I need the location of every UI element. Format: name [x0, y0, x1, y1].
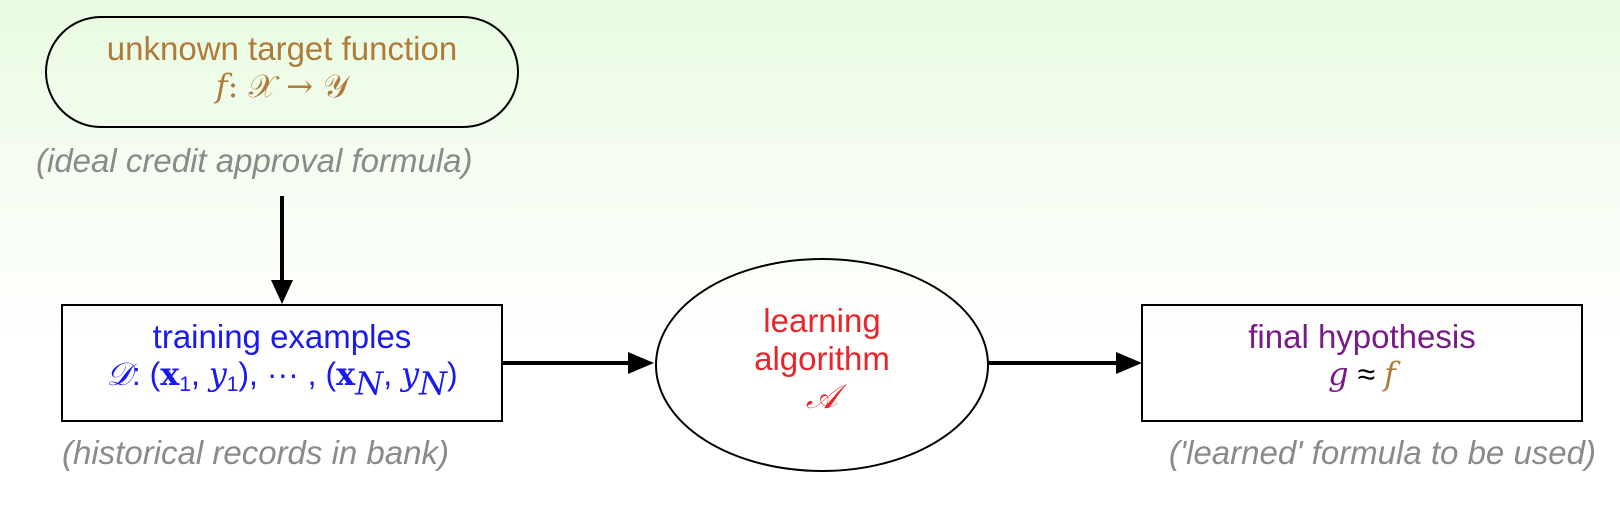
target-function-formula: f: 𝒳 → 𝒴: [46, 68, 518, 105]
final-hypothesis-label: final hypothesis g ≈ f: [1142, 318, 1582, 393]
comma-2: ,: [383, 355, 401, 392]
algorithm-line2: algorithm: [754, 339, 890, 377]
sub-nb: N: [419, 364, 448, 403]
final-hypothesis-formula: g ≈ f: [1142, 356, 1582, 393]
domain-range: : 𝒳 → 𝒴: [227, 66, 349, 105]
algorithm-symbol: 𝒜: [805, 376, 839, 417]
training-examples-formula: 𝒟: (x1, y1), ··· , (xN, yN): [62, 354, 502, 400]
y-1: y: [208, 354, 227, 393]
arrowhead-right-1: [628, 352, 654, 374]
symbol-g: g: [1328, 354, 1349, 393]
sub-na: N: [355, 364, 384, 403]
final-hypothesis-title: final hypothesis: [1248, 318, 1476, 355]
formula-close: ): [447, 355, 458, 392]
ellipsis: ), ··· , (: [238, 355, 337, 392]
training-examples-caption: (historical records in bank): [62, 434, 449, 471]
arrowhead-down: [271, 280, 293, 304]
approx-symbol: ≈: [1348, 355, 1384, 392]
target-function-node: [45, 16, 519, 128]
target-function-caption: (ideal credit approval formula): [36, 142, 473, 179]
sub-1b: 1: [226, 373, 239, 397]
x-n: x: [336, 354, 356, 393]
comma-1: ,: [190, 355, 209, 392]
formula-open: : (: [131, 355, 161, 392]
arrowhead-right-2: [1116, 352, 1142, 374]
training-examples-label: training examples 𝒟: (x1, y1), ··· , (xN…: [62, 318, 502, 400]
x-1: x: [160, 354, 180, 393]
learning-algorithm-label: learning algorithm 𝒜: [656, 302, 988, 417]
dataset-symbol: 𝒟: [106, 354, 132, 393]
algorithm-line1: learning: [763, 302, 881, 339]
symbol-f: f: [215, 66, 228, 105]
training-examples-title: training examples: [152, 318, 412, 355]
y-n: y: [400, 354, 420, 393]
symbol-f-hyp: f: [1383, 354, 1396, 393]
target-function-label: unknown target function f: 𝒳 → 𝒴: [46, 30, 518, 105]
target-function-title: unknown target function: [106, 30, 458, 67]
final-hypothesis-caption: ('learned' formula to be used): [1168, 434, 1596, 471]
sub-1a: 1: [179, 373, 191, 397]
